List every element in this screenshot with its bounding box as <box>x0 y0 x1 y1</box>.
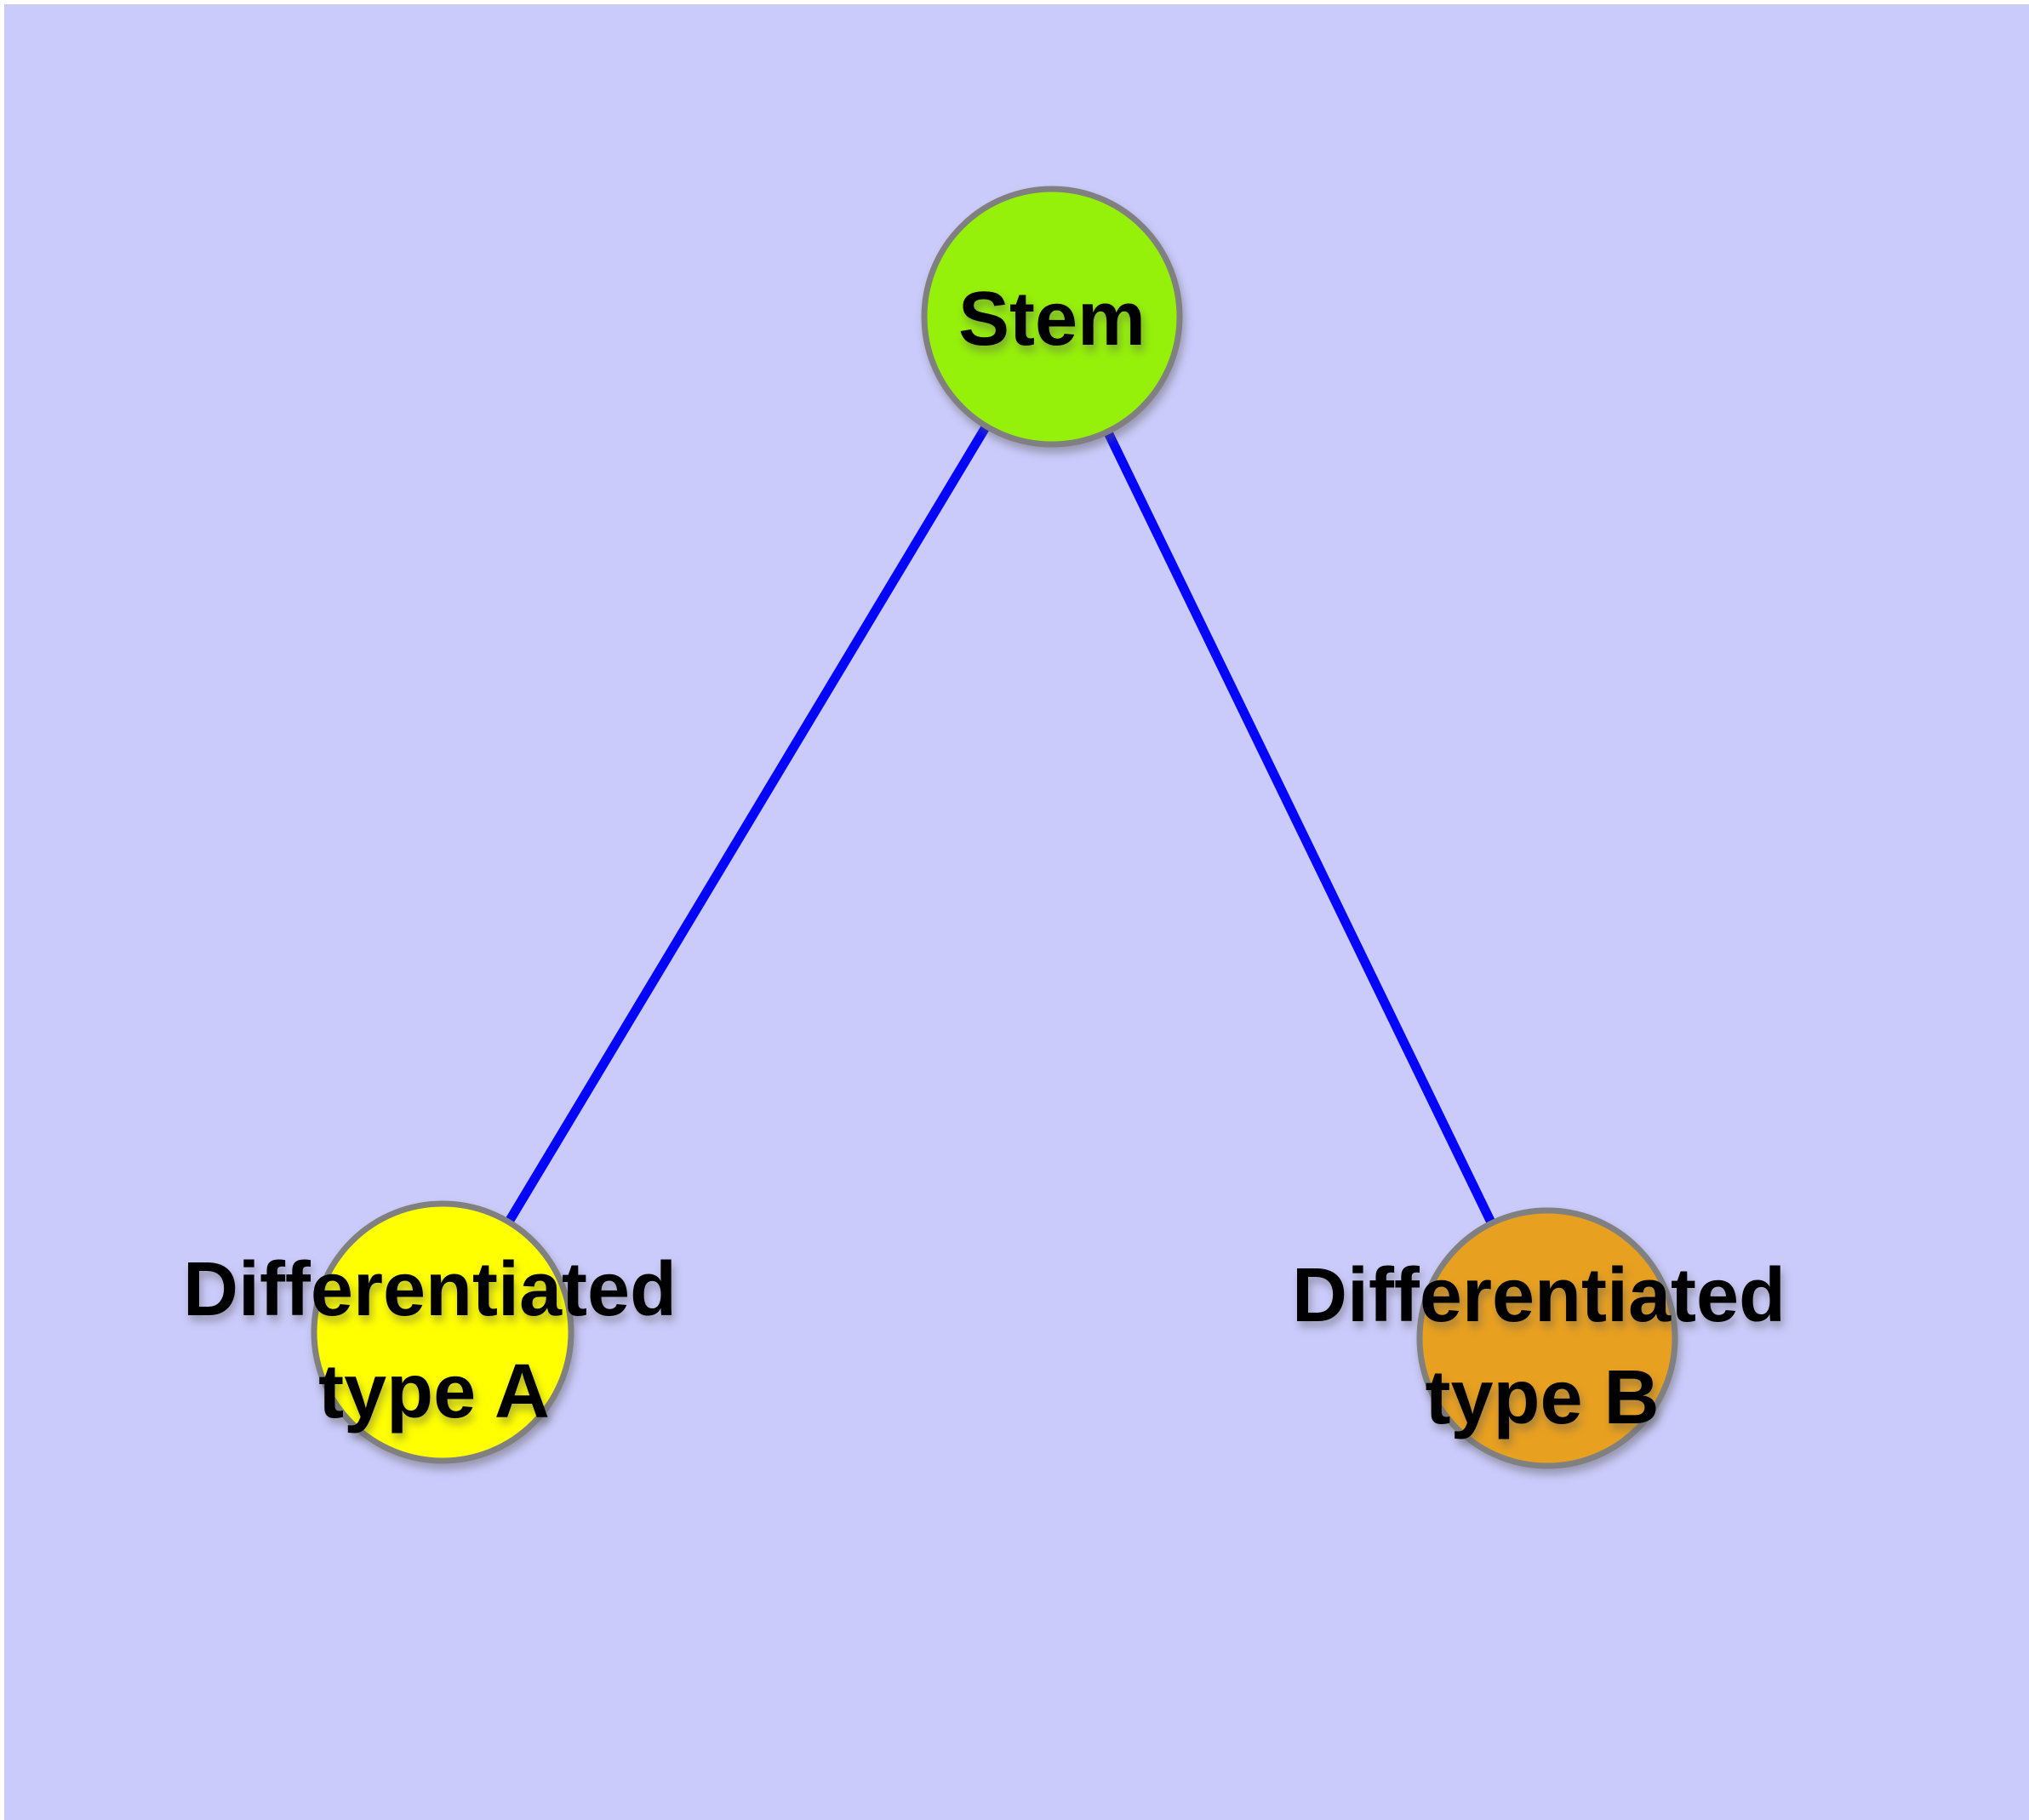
node-stem: Stem <box>921 186 1183 448</box>
type-b-node-label-line1: Differentiated <box>1292 1253 1786 1338</box>
type-a-node-label-line2: type A <box>318 1349 550 1434</box>
edge-stem-to-type-a <box>438 314 1056 1335</box>
type-a-node-circle <box>311 1200 574 1464</box>
type-a-node-label-line1: Differentiated <box>183 1247 677 1332</box>
node-differentiated-type-a: Differentiated type A <box>183 1200 677 1464</box>
edge-stem-to-type-b <box>1048 314 1552 1341</box>
stem-node-circle <box>921 186 1183 448</box>
type-b-node-circle <box>1416 1207 1678 1469</box>
stem-node-label: Stem <box>958 277 1146 362</box>
edge-layer <box>438 314 1552 1341</box>
node-differentiated-type-b: Differentiated type B <box>1292 1207 1786 1469</box>
type-b-node-label-line2: type B <box>1425 1355 1659 1440</box>
